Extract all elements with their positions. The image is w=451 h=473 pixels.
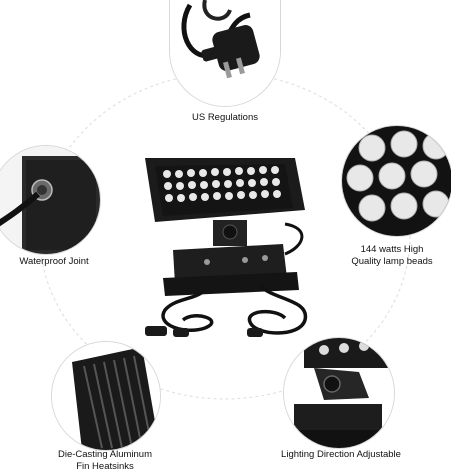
waterproof-joint-callout <box>0 146 100 254</box>
us-plug-callout <box>170 0 280 106</box>
heatsink-label-line2: Fin Heatsinks <box>76 461 134 472</box>
heatsink-callout <box>52 342 160 450</box>
lamp-beads-label-line1: 144 watts High <box>360 244 424 255</box>
lamp-beads-callout <box>342 126 451 236</box>
heatsink-fins-icon <box>52 342 160 450</box>
waterproof-joint-label: Waterproof Joint <box>19 256 89 267</box>
adjustable-bracket-icon <box>284 338 394 448</box>
heatsink-label: Die-Casting Aluminum Fin Heatsinks <box>40 449 170 473</box>
direction-label: Lighting Direction Adjustable <box>281 449 401 460</box>
led-beads-icon <box>342 126 451 236</box>
lamp-beads-label: 144 watts High Quality lamp beads <box>330 244 451 268</box>
flood-light-fixture <box>145 158 308 337</box>
cable-gland-icon <box>0 146 100 254</box>
led-array <box>163 166 281 202</box>
us-regulations-label: US Regulations <box>191 112 258 123</box>
bracket-callout <box>284 338 394 448</box>
lamp-beads-label-line2: Quality lamp beads <box>351 256 433 267</box>
heatsink-label-line1: Die-Casting Aluminum <box>58 449 152 460</box>
plug-icon <box>170 0 280 106</box>
